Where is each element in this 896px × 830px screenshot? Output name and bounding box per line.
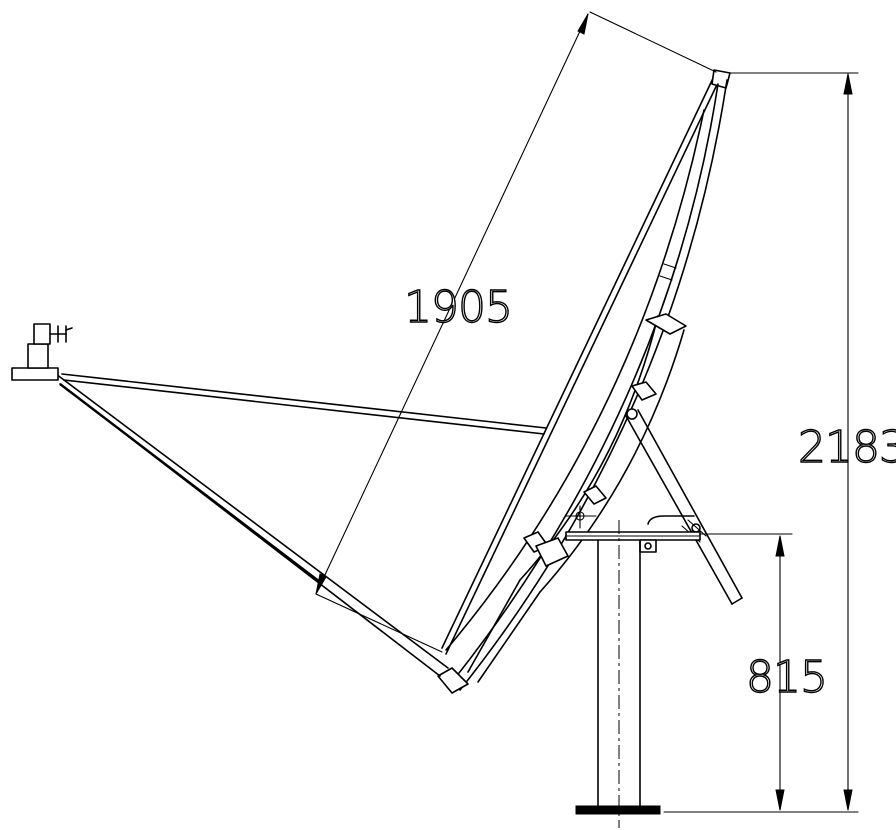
dim-label-815: 815 <box>746 652 827 703</box>
dimension-dish-diameter: 1905 <box>315 11 717 653</box>
dimension-overall-height: 2183 <box>663 72 896 813</box>
dish-reflector <box>437 69 731 694</box>
dim-label-1905: 1905 <box>404 282 512 333</box>
dimension-mount-height: 815 <box>699 533 829 811</box>
pedestal-mount <box>565 505 701 828</box>
feed-support-arm <box>11 367 547 677</box>
lnb-feed-horn <box>27 323 73 369</box>
dim-label-2183: 2183 <box>798 422 896 473</box>
elevation-adjuster-arm <box>625 408 743 605</box>
back-support-frame <box>467 263 687 683</box>
